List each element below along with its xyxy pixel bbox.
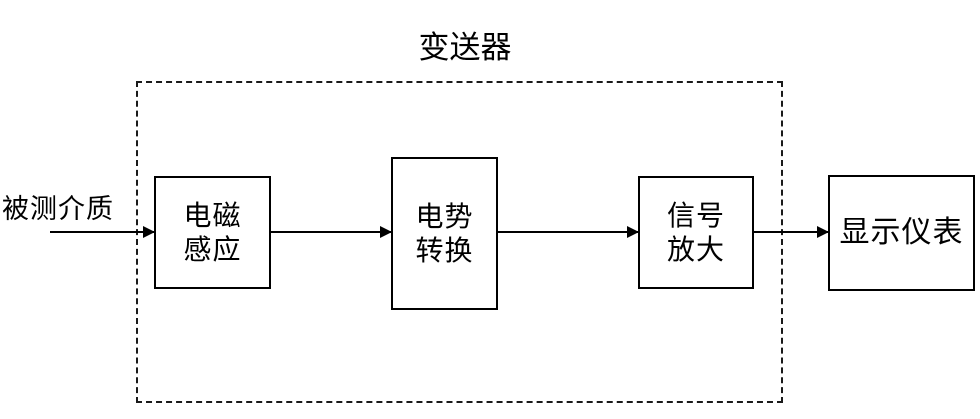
arrow-input-to-sensing [50, 226, 155, 238]
block-potential-conversion[interactable]: 电势 转换 [391, 157, 498, 310]
arrow-sensing-to-convert [271, 226, 392, 238]
diagram-title: 变送器 [418, 30, 512, 66]
input-label-measured-medium: 被测介质 [2, 194, 114, 225]
arrow-amplify-to-display [754, 226, 829, 238]
arrow-convert-to-amplify [498, 226, 639, 238]
transmitter-boundary [136, 81, 783, 403]
block-label-line-1: 信号 [666, 198, 725, 232]
block-label-line-1: 电势 [415, 199, 474, 233]
block-electromagnetic-induction[interactable]: 电磁 感应 [154, 176, 271, 289]
block-display-instrument[interactable]: 显示仪表 [828, 175, 975, 291]
block-signal-amplification[interactable]: 信号 放大 [638, 176, 754, 289]
block-label-line-1: 显示仪表 [839, 215, 964, 250]
block-label-line-2: 放大 [666, 232, 725, 266]
block-label-line-2: 转换 [415, 233, 474, 267]
block-label-line-2: 感应 [183, 232, 242, 266]
block-label-line-1: 电磁 [183, 198, 242, 232]
